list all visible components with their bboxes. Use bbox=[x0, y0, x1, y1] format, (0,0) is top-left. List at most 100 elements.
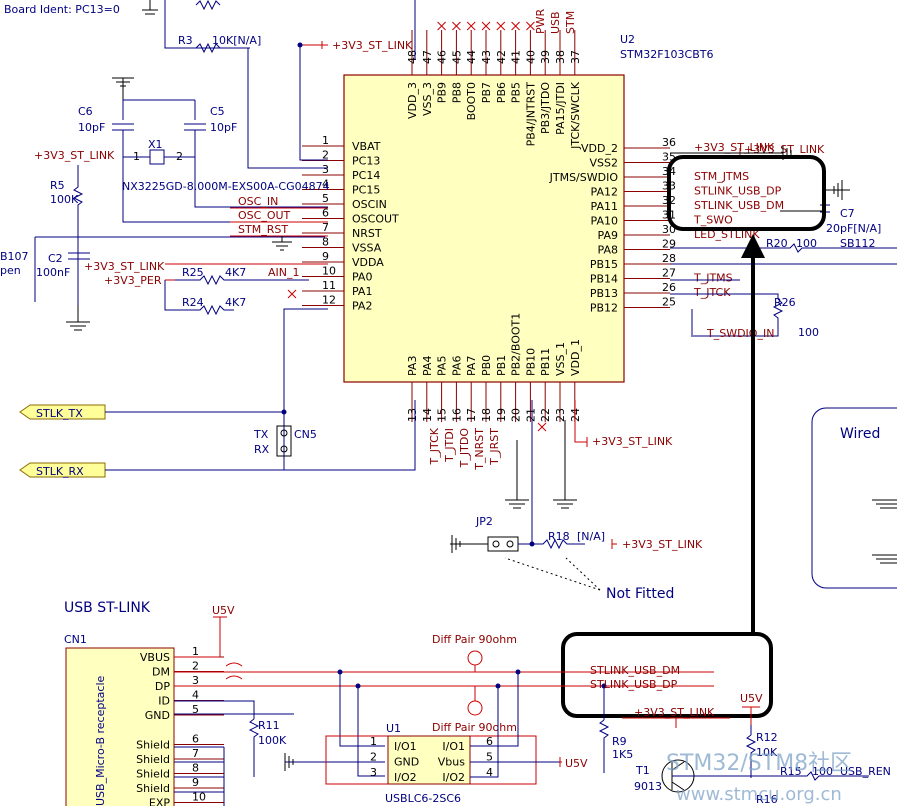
pin-name: OSCOUT bbox=[352, 213, 399, 226]
gnd-symbol-pb10 bbox=[505, 440, 529, 509]
r9-value: 1K5 bbox=[612, 748, 633, 761]
pin-name: VSS_3 bbox=[421, 82, 434, 116]
pin-name: PB12 bbox=[590, 302, 618, 315]
pin-name: PB10 bbox=[524, 348, 537, 376]
pin-name: PA1 bbox=[352, 285, 372, 298]
pin-name: PA10 bbox=[591, 215, 618, 228]
b107-sub: pen bbox=[0, 264, 21, 277]
usb-section-title: USB ST-LINK bbox=[64, 600, 151, 616]
u5v-far-stub bbox=[742, 706, 760, 725]
r24-value: 4K7 bbox=[225, 296, 246, 309]
board-ident: Board Ident: PC13=0 bbox=[4, 3, 120, 16]
r25-value: 4K7 bbox=[225, 266, 246, 279]
c6-value: 10pF bbox=[78, 121, 105, 134]
usb-u5v-far: U5V bbox=[740, 692, 763, 705]
pin-number: 48 bbox=[406, 50, 419, 64]
pin-name: PB4/JNTRST bbox=[524, 82, 537, 147]
r3-wire bbox=[228, 47, 328, 169]
pin-number: 19 bbox=[495, 408, 508, 422]
pin-name: Shield bbox=[136, 753, 170, 766]
r26-ref: R26 bbox=[774, 296, 796, 309]
pin-number: 42 bbox=[495, 50, 508, 64]
r3-value: 10K[N/A] bbox=[212, 34, 261, 47]
gnd-symbol-nrst bbox=[272, 236, 292, 251]
pin-name: GND bbox=[394, 756, 419, 769]
vdda-wire bbox=[165, 263, 328, 281]
pin-number: 40 bbox=[524, 50, 537, 64]
pin-number: 10 bbox=[192, 791, 206, 804]
pin-number: 23 bbox=[554, 408, 567, 422]
not-fitted-arrows bbox=[504, 557, 601, 591]
diff-pair-twist bbox=[225, 662, 243, 680]
vdd2-power-net: +3V3_ST_LINK bbox=[744, 143, 825, 156]
r5-value: 100K bbox=[50, 193, 79, 206]
nc-mark bbox=[526, 21, 535, 31]
pin-number: 44 bbox=[465, 50, 478, 64]
pin-number: 4 bbox=[322, 178, 329, 191]
u2-part: STM32F103CBT6 bbox=[620, 48, 713, 61]
wired-box bbox=[811, 407, 897, 589]
net-osc-in: OSC_IN bbox=[238, 195, 278, 208]
pin-number: 10 bbox=[322, 265, 336, 278]
r26-value: 100 bbox=[798, 326, 819, 339]
pin-name: PA0 bbox=[352, 271, 372, 284]
vdda-power-net: +3V3_ST_LINK bbox=[84, 260, 165, 273]
pin-name: VDD_2 bbox=[581, 142, 618, 155]
pin-number: 37 bbox=[569, 50, 582, 64]
junction bbox=[529, 541, 535, 547]
top-net-label: USB bbox=[549, 11, 562, 34]
c5-ref: C5 bbox=[210, 105, 225, 118]
gnd-symbol-top bbox=[142, 0, 158, 15]
r9-ref: R9 bbox=[612, 735, 627, 748]
pin-name: PB8 bbox=[450, 82, 463, 103]
bottom-net-label: T_JTDO bbox=[458, 428, 471, 469]
nc-mark bbox=[452, 21, 461, 31]
pin-name: PA9 bbox=[598, 229, 618, 242]
pin-name: PA15/JTDI bbox=[554, 82, 567, 135]
jp2-pin bbox=[506, 540, 514, 548]
pin-name: VSS_1 bbox=[554, 342, 567, 376]
nc-mark-pa1 bbox=[287, 289, 297, 299]
nc-mark bbox=[481, 21, 491, 31]
u1-u5v: U5V bbox=[565, 757, 588, 770]
pin-number: 46 bbox=[436, 50, 449, 64]
pin-net: LED_STLINK bbox=[694, 228, 760, 241]
jp2-ref: JP2 bbox=[475, 515, 493, 528]
watermark-line2: www.stmcu.org.cn bbox=[676, 784, 842, 805]
stlk-rx-label: STLK_RX bbox=[36, 465, 84, 478]
r3-resistor bbox=[195, 42, 221, 54]
pin-number: 47 bbox=[421, 50, 434, 64]
pin-name: DP bbox=[155, 680, 170, 693]
pin-name: PA6 bbox=[450, 356, 463, 376]
r-top-resistor bbox=[195, 0, 221, 11]
stlk-tx-label: STLK_TX bbox=[36, 407, 83, 420]
pin-name: PB13 bbox=[590, 287, 618, 300]
usb-connector-pins: 1VBUS2DM3DP4ID5GND6Shield7Shield8Shield9… bbox=[136, 645, 224, 806]
pin-net: STLINK_USB_DM bbox=[694, 199, 784, 212]
r12-ref: R12 bbox=[756, 731, 778, 744]
bottom-net-label: T_JRST bbox=[488, 428, 501, 466]
pin-number: 39 bbox=[539, 50, 552, 64]
x1-part: NX3225GD-8.000M-EXS00A-CG04874 bbox=[122, 180, 330, 193]
pin-net: T_JTMS bbox=[693, 272, 733, 285]
pin-name: PA4 bbox=[421, 356, 434, 376]
r18-value: [N/A] bbox=[577, 530, 605, 543]
r11-resistor bbox=[174, 700, 260, 777]
junction bbox=[355, 683, 361, 689]
pin-net: +3V3_ST_LINK bbox=[694, 141, 775, 154]
pin-name: Shield bbox=[136, 768, 170, 781]
pin-number: 6 bbox=[322, 207, 329, 220]
c2-value: 100nF bbox=[36, 266, 70, 279]
pin-number: 27 bbox=[662, 267, 676, 280]
pin-name: VBUS bbox=[140, 651, 170, 664]
r20-ref: R20 bbox=[766, 237, 788, 250]
r11-ref: R11 bbox=[258, 719, 280, 732]
mcu-body bbox=[343, 74, 625, 383]
c5-value: 10pF bbox=[210, 121, 237, 134]
diff-pair-info-icon bbox=[467, 700, 483, 716]
gnd-symbols-wired bbox=[872, 499, 897, 564]
u5v-right-stub bbox=[559, 757, 562, 767]
top-net-label: PWR bbox=[534, 8, 547, 34]
pin-name: ID bbox=[158, 695, 170, 708]
